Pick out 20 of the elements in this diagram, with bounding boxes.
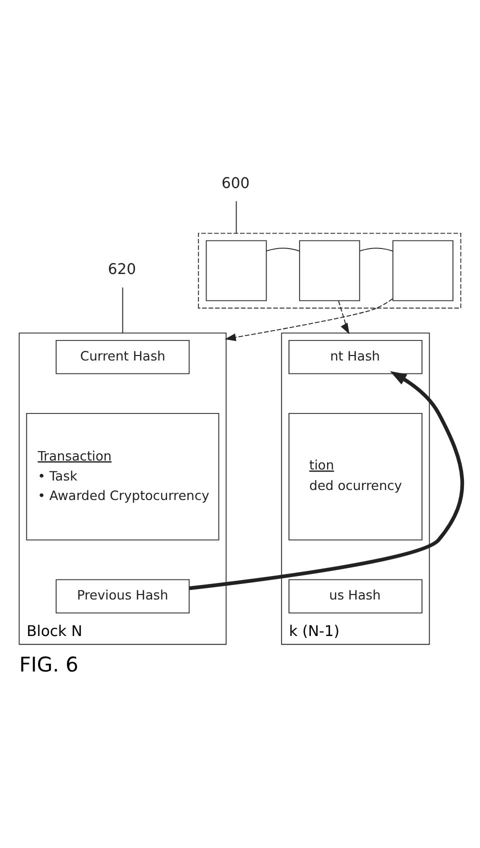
node-text: 620	[108, 260, 136, 278]
connector	[359, 247, 394, 251]
node-box: Previous Hash	[56, 578, 190, 613]
connector	[122, 286, 124, 334]
node-box: Transaction • Task • Awarded Cryptocurrency	[26, 412, 220, 540]
node-box	[206, 240, 267, 301]
connector	[266, 247, 300, 251]
node-box: us Hash	[288, 578, 422, 613]
caption: FIG. 6	[19, 652, 78, 676]
arrow	[338, 300, 350, 334]
node-box	[392, 240, 454, 301]
node-box	[299, 240, 360, 301]
cluster	[198, 232, 462, 308]
arrow	[189, 370, 464, 590]
node-text: 600	[222, 174, 250, 192]
node-box: Current Hash	[56, 339, 190, 374]
node-box: tion ded ocurrency	[288, 412, 422, 540]
node-box: nt Hash	[288, 339, 422, 374]
arrow	[224, 298, 394, 341]
connector	[236, 200, 237, 234]
